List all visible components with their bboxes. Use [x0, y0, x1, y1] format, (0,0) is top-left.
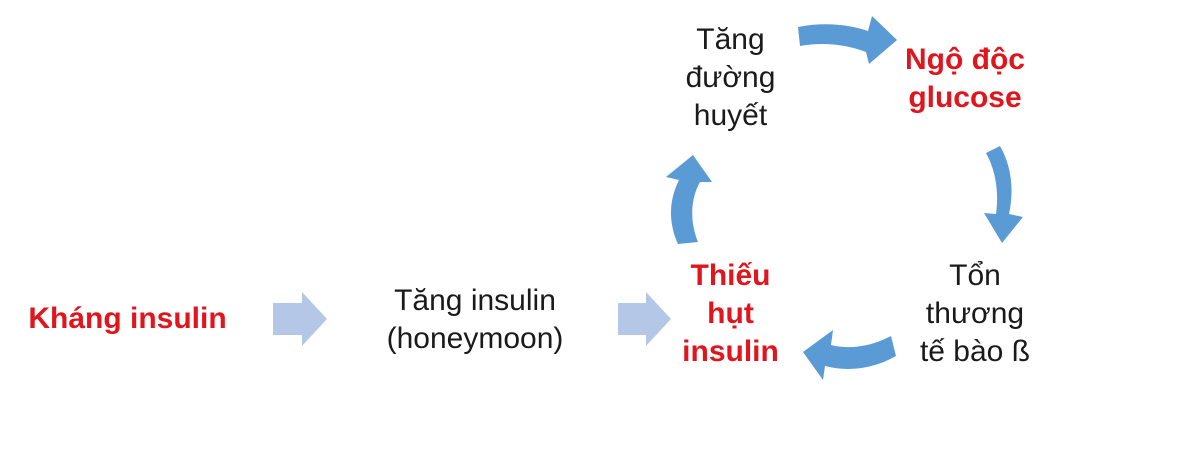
- node-tang-duong-line2: đường: [685, 61, 776, 94]
- cycle-arrow-right: [798, 16, 897, 64]
- cycle-arrow-up: [666, 155, 712, 244]
- node-khang-insulin-label: Kháng insulin: [28, 302, 227, 335]
- node-ngo-doc-glucose: Ngộ độc glucose: [890, 38, 1040, 120]
- node-tang-insulin-line2: (honeymoon): [386, 322, 564, 355]
- node-ton-thuong-line1: Tổn: [949, 259, 1001, 292]
- node-tang-insulin: Tăng insulin (honeymoon): [345, 280, 605, 360]
- node-tang-duong-line3: huyết: [693, 99, 768, 132]
- flow-arrow-2: [618, 292, 671, 346]
- node-tang-duong-line1: Tăng: [696, 23, 765, 56]
- node-ton-thuong-line2: thương: [925, 297, 1025, 330]
- node-ngo-doc-line1: Ngộ độc: [905, 43, 1025, 76]
- cycle-arrow-left: [803, 330, 896, 380]
- node-thieu-hut-line1: Thiếu: [690, 259, 771, 292]
- node-thieu-hut-line3: insulin: [682, 335, 779, 368]
- cycle-arrow-down: [984, 146, 1023, 243]
- node-tang-duong-huyet: Tăng đường huyết: [668, 18, 793, 138]
- node-tang-insulin-line1: Tăng insulin: [394, 284, 556, 317]
- node-ton-thuong-line3: tế bào ß: [919, 335, 1031, 368]
- node-khang-insulin: Kháng insulin: [15, 298, 240, 340]
- flow-arrow-1: [273, 292, 327, 346]
- node-thieu-hut-line2: hụt: [707, 297, 754, 330]
- node-ton-thuong-te-bao: Tổn thương tế bào ß: [895, 254, 1055, 374]
- node-thieu-hut-insulin: Thiếu hụt insulin: [668, 254, 793, 374]
- node-ngo-doc-line2: glucose: [908, 81, 1022, 114]
